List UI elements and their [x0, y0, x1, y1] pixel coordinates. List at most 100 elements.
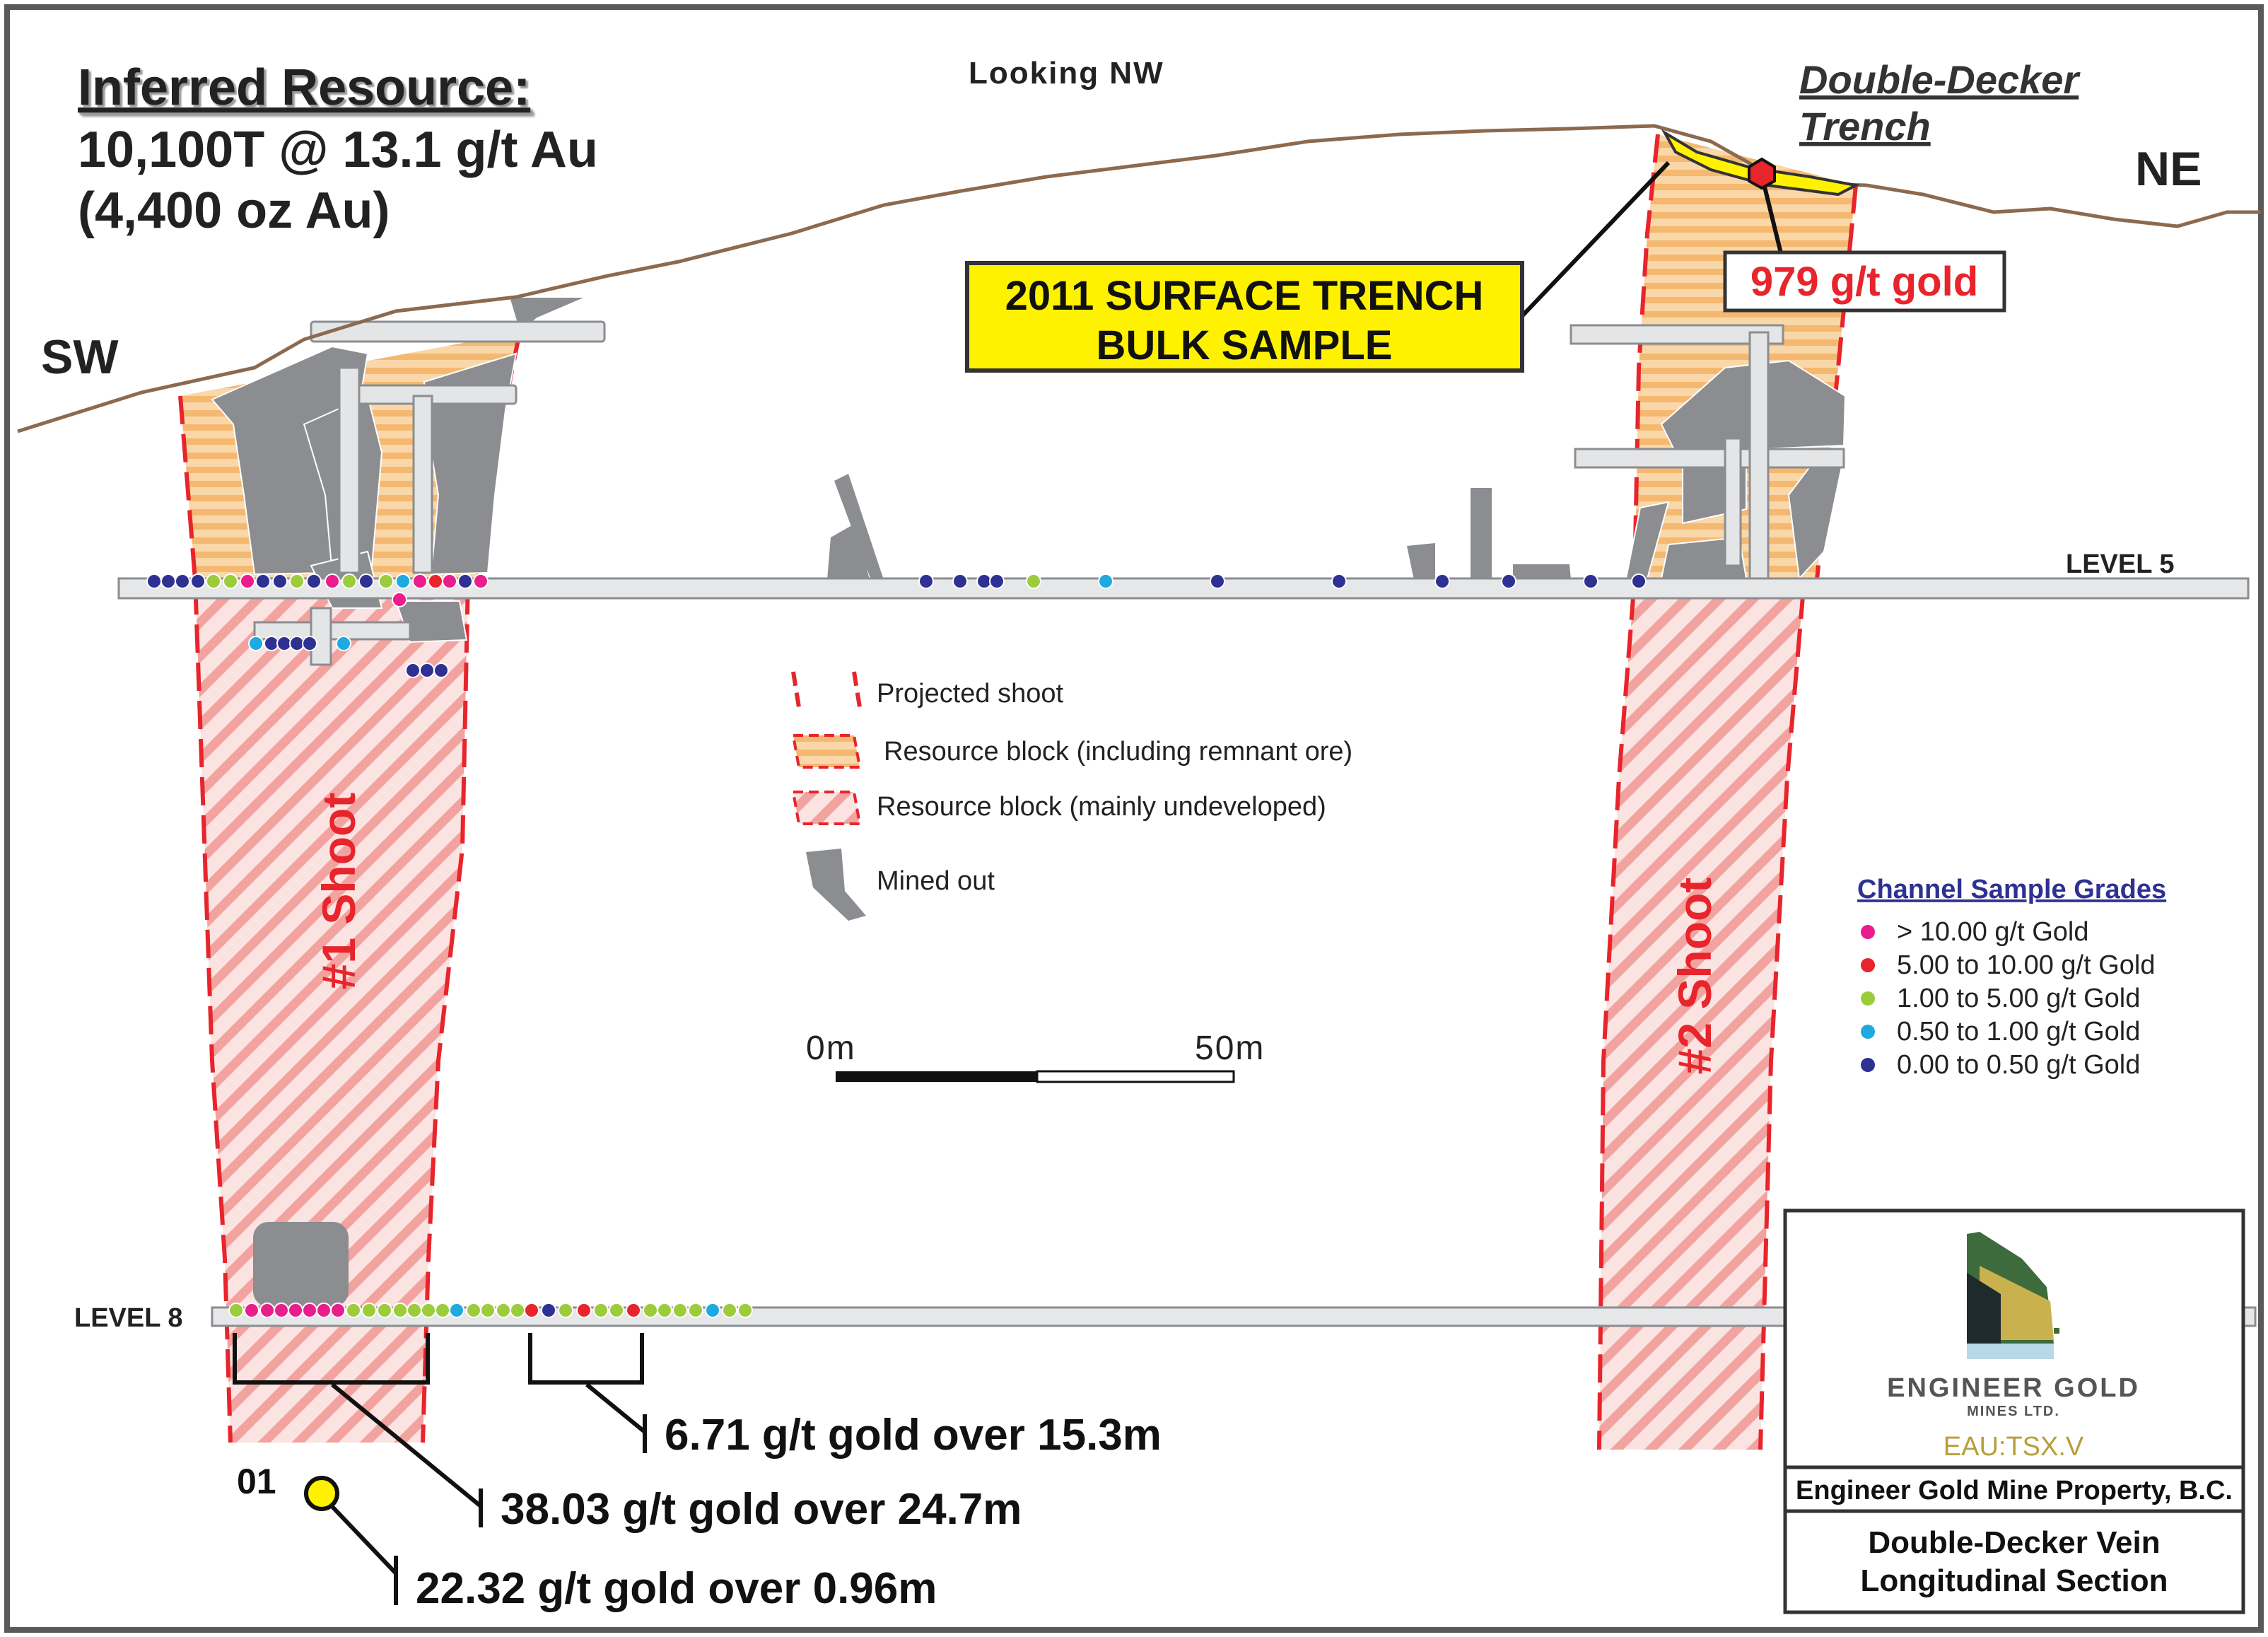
- channel-sample-dot: [330, 1303, 346, 1318]
- trench-grade-box: 979 g/t gold: [1723, 250, 2006, 313]
- channel-sample-dot: [609, 1303, 624, 1318]
- channel-sample-dot: [240, 573, 255, 589]
- channel-sample-dot: [657, 1303, 672, 1318]
- channel-sample-dot: [228, 1303, 244, 1318]
- surface-topography: [17, 124, 2261, 433]
- section-title-line1: Double-Decker Vein: [1868, 1525, 2160, 1560]
- grades-legend-title: Channel Sample Grades: [1857, 875, 2166, 904]
- trench-name-line1: Double-Decker: [1799, 57, 2081, 102]
- view-direction: Looking NW: [969, 56, 1164, 91]
- legend-mined-symbol: [806, 849, 866, 921]
- grade-legend-label: 1.00 to 5.00 g/t Gold: [1897, 984, 2140, 1013]
- channel-sample-dot: [361, 1303, 377, 1318]
- legend-projected-label: Projected shoot: [877, 679, 1063, 709]
- channel-sample-dot: [1501, 573, 1516, 589]
- channel-sample-dot: [223, 573, 238, 589]
- channel-sample-dot: [407, 1303, 422, 1318]
- channel-sample-dot: [395, 573, 411, 589]
- channel-sample-dot: [558, 1303, 573, 1318]
- channel-sample-dot: [405, 663, 421, 678]
- channel-sample-dot: [255, 573, 271, 589]
- company-name: ENGINEER GOLD: [1887, 1373, 2140, 1403]
- channel-sample-dot: [272, 573, 288, 589]
- scale-bar: 0m 50m: [806, 1030, 1265, 1083]
- channel-sample-dot: [259, 1303, 275, 1318]
- channel-sample-dot: [1026, 573, 1041, 589]
- channel-sample-dot: [341, 573, 357, 589]
- legend-projected-symbol: [791, 671, 862, 708]
- grade-legend-swatch: [1861, 925, 1875, 939]
- channel-sample-dot: [524, 1303, 539, 1318]
- grade-legend-label: 0.00 to 0.50 g/t Gold: [1897, 1050, 2140, 1080]
- channel-sample-dot: [952, 573, 968, 589]
- channel-sample-dot: [449, 1303, 464, 1318]
- channel-sample-dot: [412, 573, 428, 589]
- resource-tonnage: 10,100T @ 13.1 g/t Au: [78, 122, 598, 178]
- channel-sample-dot: [358, 573, 374, 589]
- section-title-line2: Longitudinal Section: [1860, 1563, 2168, 1598]
- channel-sample-dot: [248, 636, 264, 651]
- legend-remnant-label: Resource block (including remnant ore): [884, 737, 1352, 767]
- channel-sample-dots: [146, 573, 1647, 1318]
- company-logo-icon: [1967, 1232, 2059, 1359]
- channel-sample-dot: [306, 573, 322, 589]
- legend-mined-label: Mined out: [877, 866, 995, 896]
- channel-sample-dot: [336, 636, 351, 651]
- central-mined-out: [827, 474, 1571, 580]
- intercept-c-label: 22.32 g/t gold over 0.96m: [416, 1564, 937, 1613]
- intercept-b-label: 38.03 g/t gold over 24.7m: [501, 1485, 1022, 1534]
- channel-sample-dot: [473, 573, 489, 589]
- grade-legend-label: 5.00 to 10.00 g/t Gold: [1897, 950, 2156, 980]
- trench-callout-line1: 2011 SURFACE TRENCH: [1005, 273, 1484, 319]
- direction-sw: SW: [41, 330, 119, 384]
- channel-sample-dot: [1331, 573, 1347, 589]
- channel-sample-dot: [288, 1303, 303, 1318]
- trench-callout-box: 2011 SURFACE TRENCH BULK SAMPLE: [965, 261, 1524, 373]
- channel-sample-dot: [1210, 573, 1225, 589]
- resource-heading: Inferred Resource:: [78, 59, 530, 116]
- drill-hole-01-marker: [304, 1476, 339, 1511]
- intercept-a-label: 6.71 g/t gold over 15.3m: [665, 1411, 1162, 1460]
- channel-sample-dot: [175, 573, 190, 589]
- trench-name-line2: Trench: [1799, 104, 1931, 148]
- channel-sample-dot: [302, 636, 317, 651]
- grade-legend-swatch: [1861, 958, 1875, 972]
- grade-legend-swatch: [1861, 1058, 1875, 1072]
- shoot1-label: #1 Shoot: [312, 793, 365, 990]
- channel-sample-dot: [302, 1303, 317, 1318]
- company-ticker: EAU:TSX.V: [1943, 1432, 2084, 1462]
- channel-sample-dot: [705, 1303, 720, 1318]
- channel-sample-dot: [672, 1303, 688, 1318]
- scale-end-label: 50m: [1195, 1030, 1265, 1067]
- channel-sample-dot: [576, 1303, 592, 1318]
- channel-sample-dot: [466, 1303, 481, 1318]
- level8-label: LEVEL 8: [74, 1303, 182, 1333]
- callout-leader: [1518, 161, 1671, 320]
- grade-legend-swatch: [1861, 991, 1875, 1006]
- channel-sample-dot: [433, 663, 449, 678]
- drill-hole-label: 01: [237, 1462, 276, 1501]
- level8-stope: [253, 1222, 349, 1307]
- channel-sample-dot: [378, 573, 394, 589]
- company-sub: MINES LTD.: [1967, 1404, 2060, 1419]
- channel-sample-dot: [377, 1303, 392, 1318]
- channel-sample-dot: [1583, 573, 1598, 589]
- legend-remnant-symbol: [791, 734, 862, 769]
- company-property: Engineer Gold Mine Property, B.C.: [1796, 1476, 2233, 1505]
- legend-undeveloped-label: Resource block (mainly undeveloped): [877, 792, 1326, 822]
- channel-sample-dot: [419, 663, 435, 678]
- channel-sample-dot: [480, 1303, 496, 1318]
- channel-sample-dot: [541, 1303, 556, 1318]
- channel-sample-dot: [643, 1303, 658, 1318]
- channel-sample-dot: [392, 592, 407, 607]
- legend-undeveloped-symbol: [791, 791, 862, 825]
- resource-ounces: (4,400 oz Au): [78, 182, 390, 239]
- grade-legend-label: > 10.00 g/t Gold: [1897, 917, 2088, 947]
- channel-sample-dot: [316, 1303, 332, 1318]
- channel-sample-dot: [435, 1303, 450, 1318]
- shoot2-label: #2 Shoot: [1668, 878, 1721, 1075]
- trench-grade-label: 979 g/t gold: [1750, 259, 1978, 305]
- channel-sample-dot: [1434, 573, 1450, 589]
- channel-sample-dot: [190, 573, 206, 589]
